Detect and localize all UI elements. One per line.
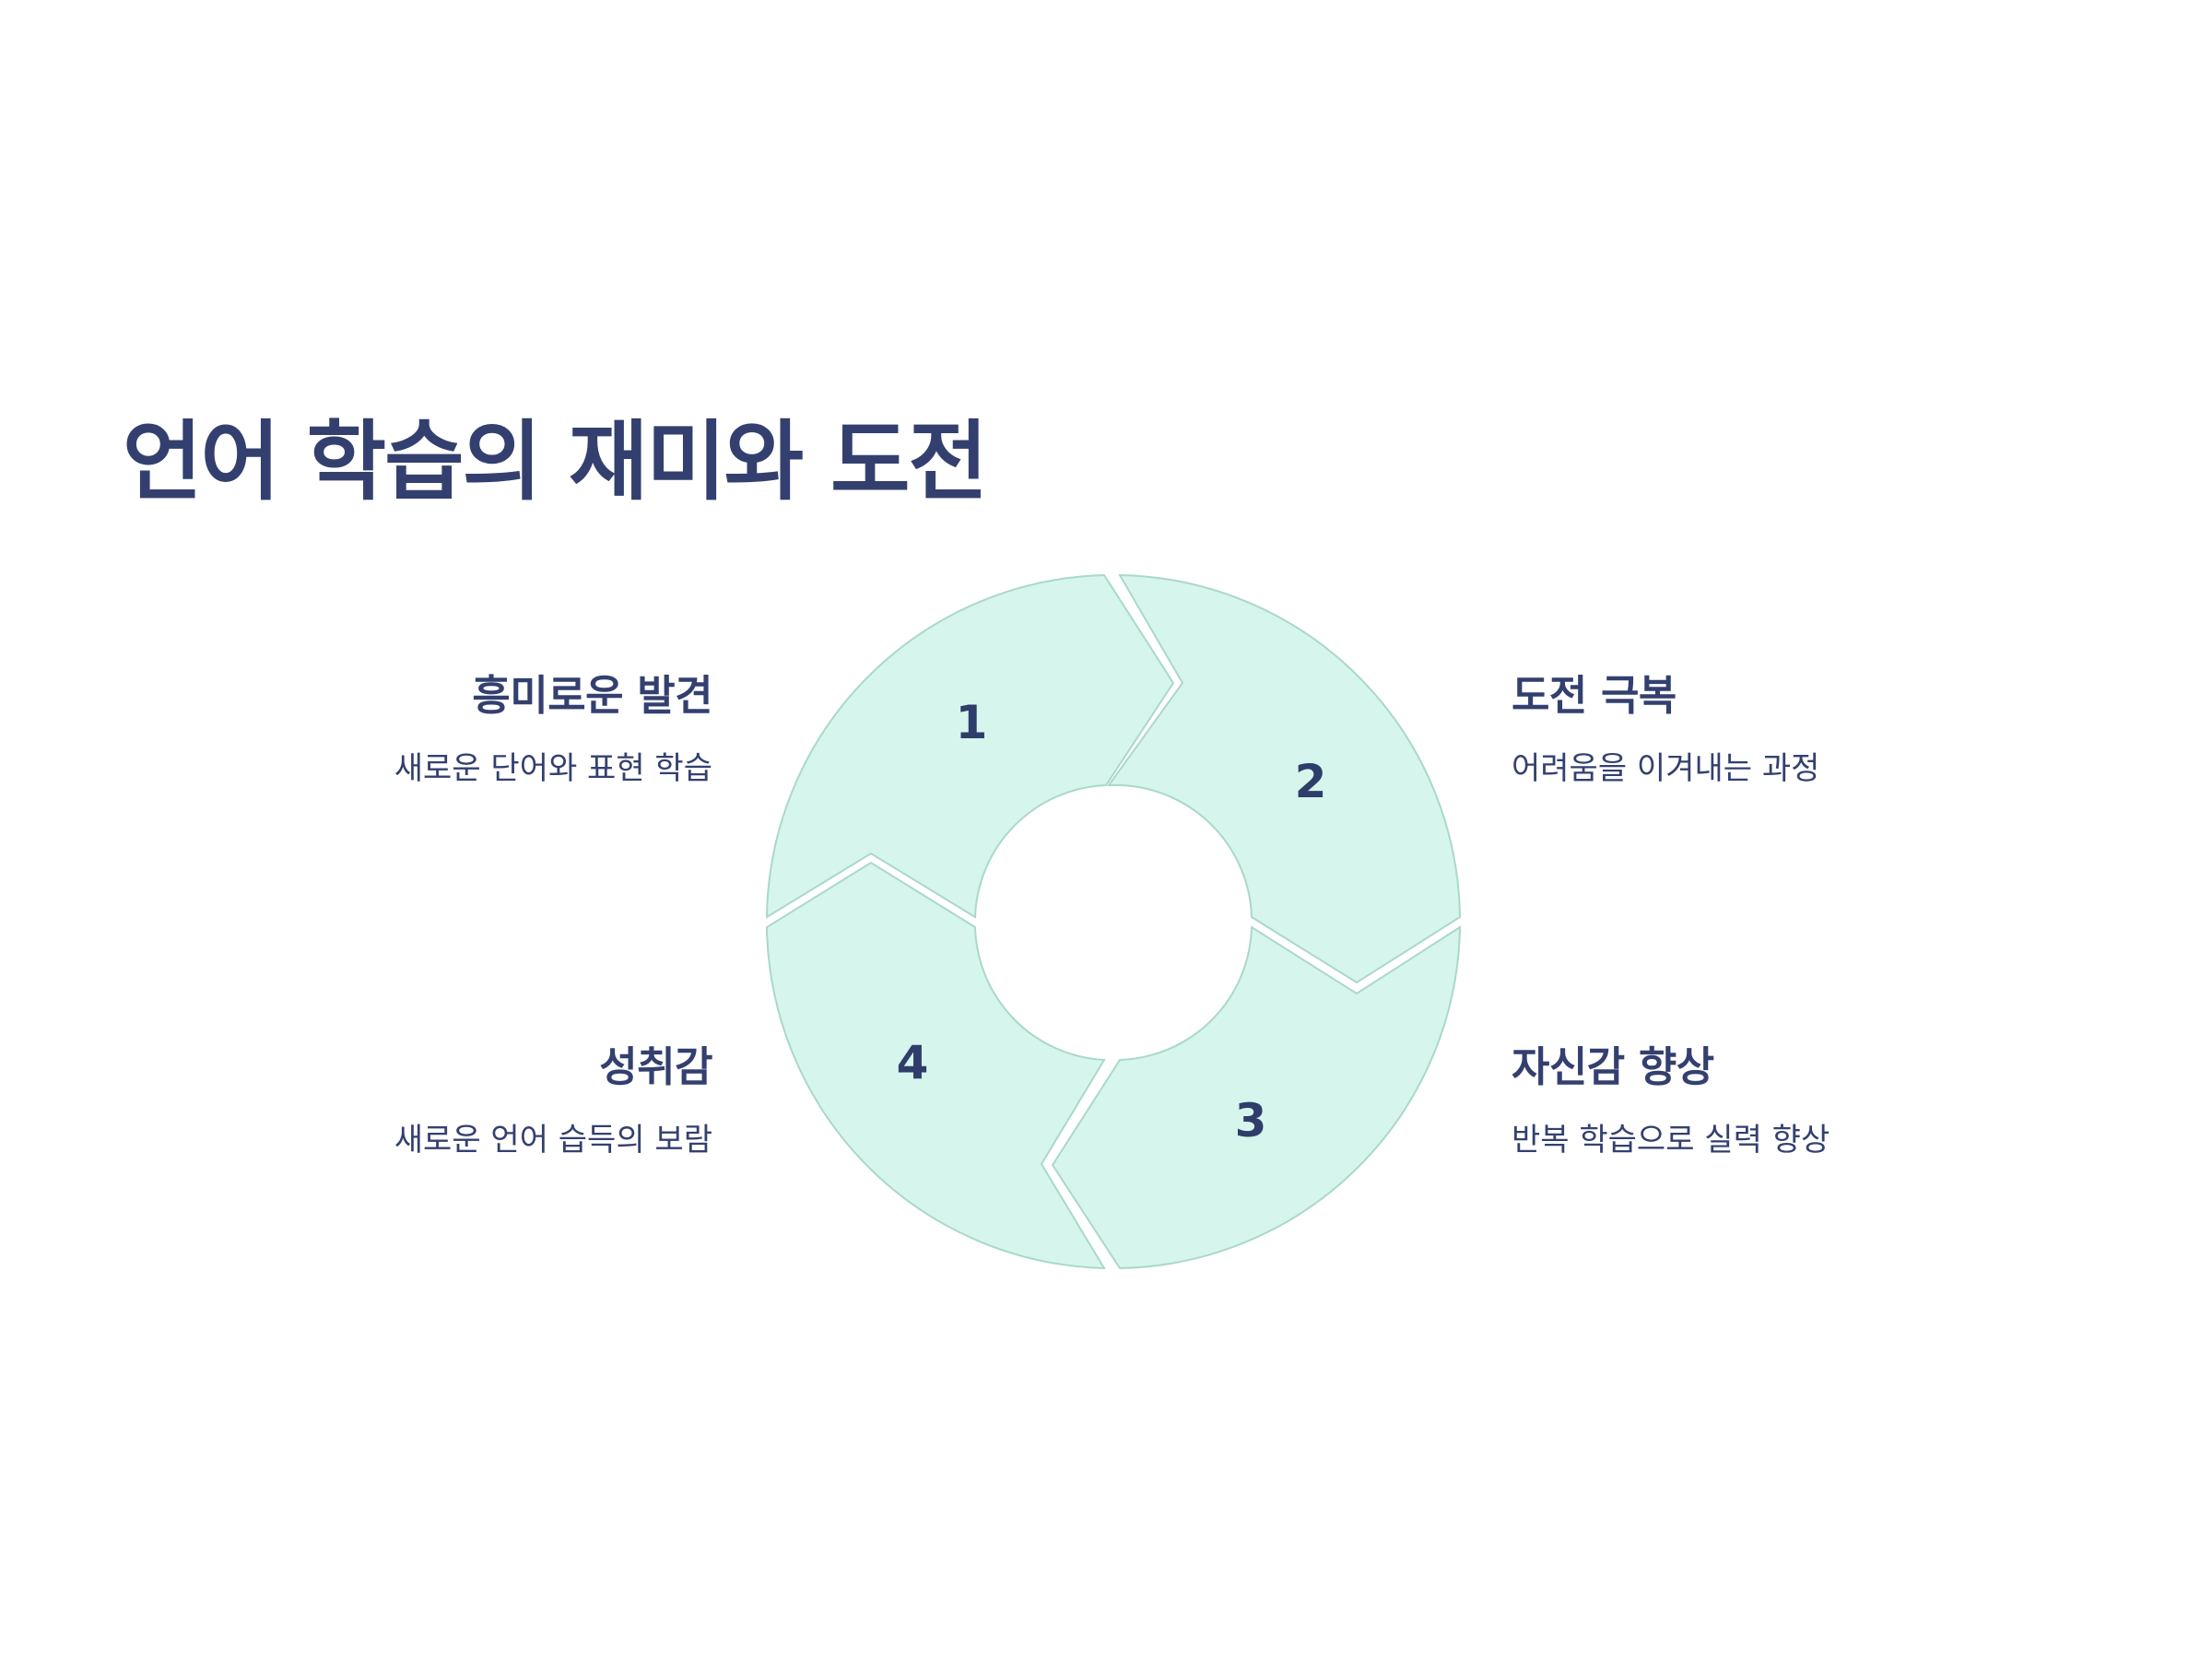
step-title-2: 도전 극복 — [1512, 671, 1677, 720]
cycle-segment-2 — [1106, 573, 1462, 984]
step-label-1: 흥미로운 발견 새로운 단어와 표현 학습 — [325, 671, 713, 787]
step-description-1: 새로운 단어와 표현 학습 — [394, 750, 712, 787]
step-title-3: 자신감 향상 — [1512, 1042, 1714, 1091]
step-label-4: 성취감 새로운 언어 습득의 보람 — [325, 1042, 713, 1159]
step-description-4: 새로운 언어 습득의 보람 — [394, 1122, 712, 1159]
step-label-2: 도전 극복 어려움을 이겨내는 과정 — [1512, 675, 1899, 784]
step-number-1: 1 — [956, 696, 988, 749]
cycle-segment-1 — [765, 573, 1175, 919]
cycle-segment-4 — [765, 861, 1106, 1270]
step-label-3: 자신감 향상 반복 학습으로 실력 향상 — [1512, 1046, 1899, 1156]
step-number-2: 2 — [1295, 755, 1327, 808]
step-number-3: 3 — [1235, 1094, 1267, 1147]
cycle-segment-3 — [1051, 925, 1462, 1270]
step-description-2: 어려움을 이겨내는 과정 — [1512, 750, 1820, 787]
step-description-3: 반복 학습으로 실력 향상 — [1512, 1122, 1830, 1159]
step-title-1: 흥미로운 발견 — [472, 671, 712, 720]
page-title: 언어 학습의 재미와 도전 — [123, 412, 988, 512]
step-number-4: 4 — [897, 1036, 929, 1089]
step-title-4: 성취감 — [599, 1042, 712, 1091]
